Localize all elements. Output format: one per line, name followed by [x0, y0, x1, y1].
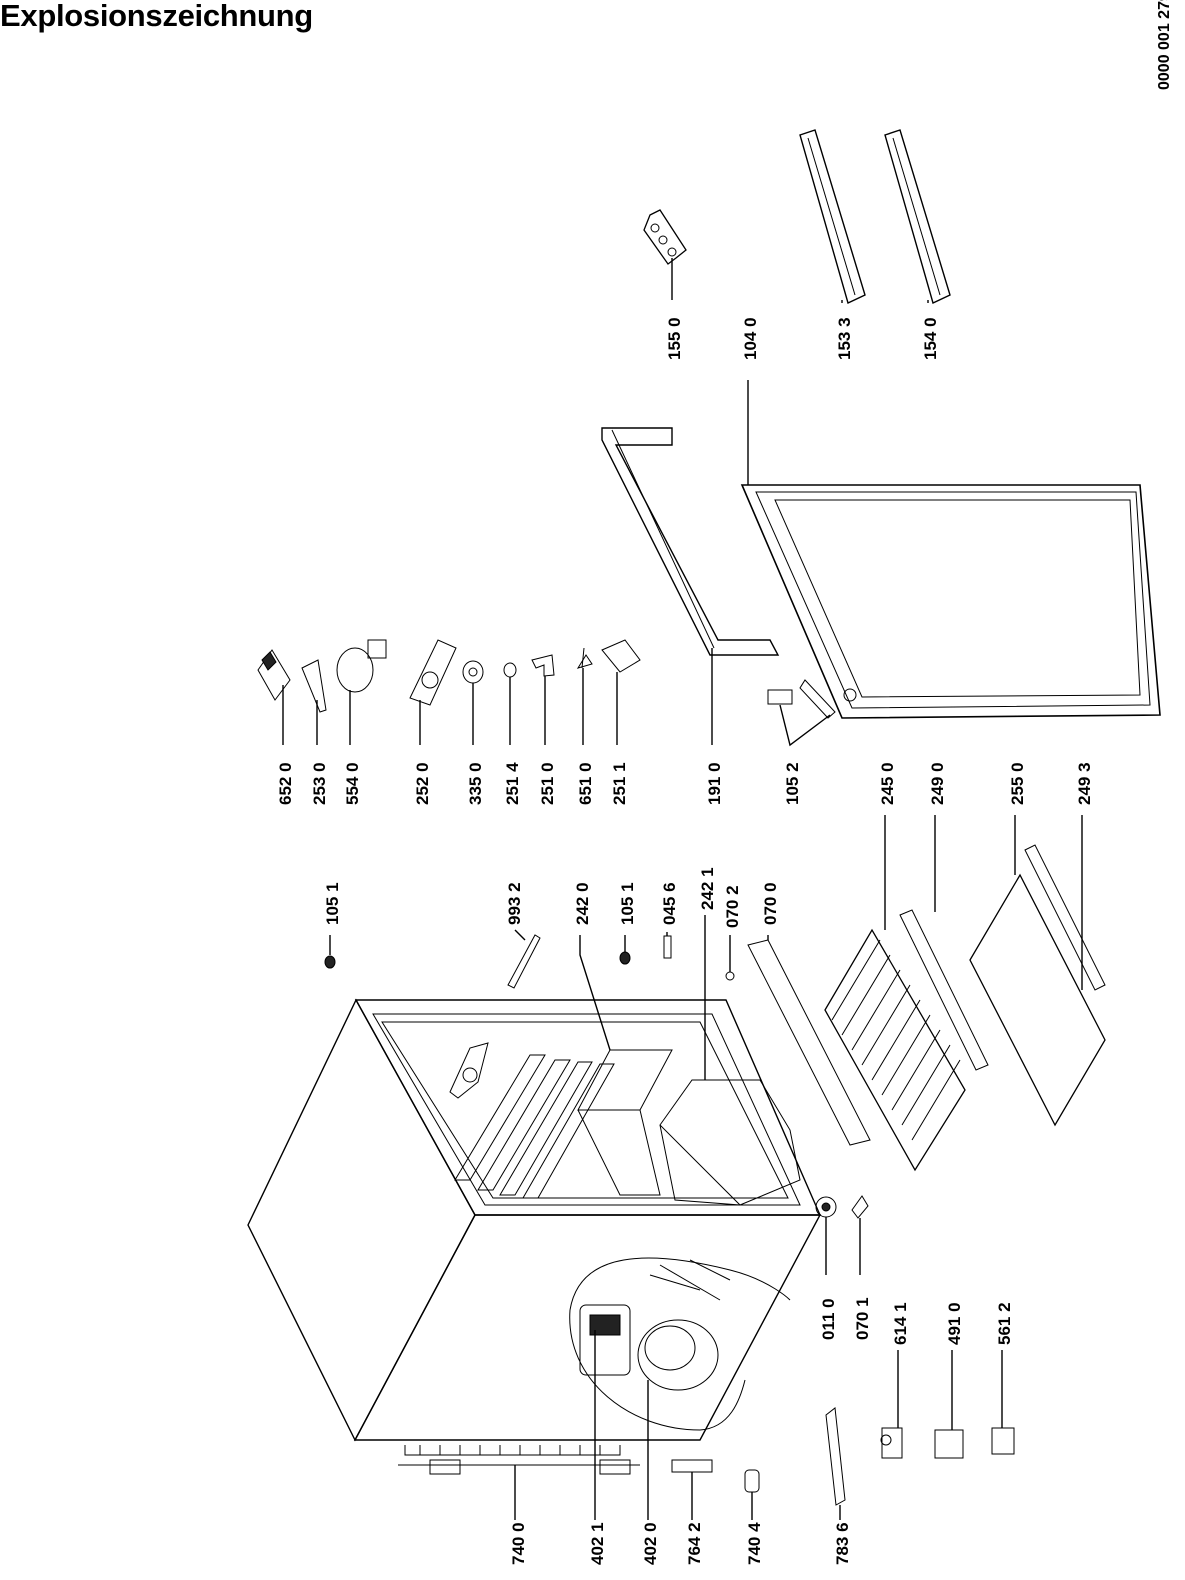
- door-assembly: [601, 427, 1161, 719]
- page-title: Explosionszeichnung: [0, 0, 313, 33]
- part-label: 154 0: [921, 317, 940, 360]
- part-label: 251 0: [538, 762, 557, 805]
- part-label: 740 4: [745, 1522, 764, 1565]
- small-components: [257, 639, 1015, 1506]
- part-label: 491 0: [945, 1302, 964, 1345]
- part-label: 045 6: [660, 882, 679, 925]
- part-label: 245 0: [878, 762, 897, 805]
- part-label: 242 0: [573, 882, 592, 925]
- part-label: 561 2: [995, 1302, 1014, 1345]
- part-label: 652 0: [276, 762, 295, 805]
- door-shelves: [643, 129, 951, 304]
- part-label: 252 0: [413, 762, 432, 805]
- part-label: 255 0: [1008, 762, 1027, 805]
- part-label: 993 2: [505, 882, 524, 925]
- part-label: 105 1: [618, 882, 637, 925]
- part-label: 242 1: [698, 867, 717, 910]
- part-label: 251 4: [503, 762, 522, 805]
- cabinet-body: [247, 998, 822, 1475]
- part-label: 104 0: [741, 317, 760, 360]
- part-label: 070 0: [761, 882, 780, 925]
- part-label: 251 1: [610, 762, 629, 805]
- part-label: 070 2: [723, 885, 742, 928]
- part-label: 070 1: [853, 1297, 872, 1340]
- part-label: 740 0: [509, 1522, 528, 1565]
- part-label: 783 6: [833, 1522, 852, 1565]
- shelves: [747, 844, 1106, 1172]
- part-label: 191 0: [705, 762, 724, 805]
- part-label: 651 0: [576, 762, 595, 805]
- leader-lines: [282, 258, 1083, 1520]
- part-label: 554 0: [343, 762, 362, 805]
- part-label: 402 0: [641, 1522, 660, 1565]
- part-label: 764 2: [685, 1522, 704, 1565]
- part-label: 153 3: [835, 317, 854, 360]
- part-label: 402 1: [588, 1522, 607, 1565]
- part-label: 155 0: [665, 317, 684, 360]
- part-labels: 740 0 402 1 402 0 764 2 740 4 783 6 011 …: [276, 317, 1094, 1565]
- part-label: 253 0: [310, 762, 329, 805]
- part-label: 105 2: [783, 762, 802, 805]
- part-label: 011 0: [819, 1298, 838, 1340]
- part-label: 105 1: [323, 882, 342, 925]
- part-label: 249 0: [928, 762, 947, 805]
- part-label: 614 1: [891, 1302, 910, 1345]
- part-label: 249 3: [1075, 762, 1094, 805]
- part-label: 335 0: [466, 762, 485, 805]
